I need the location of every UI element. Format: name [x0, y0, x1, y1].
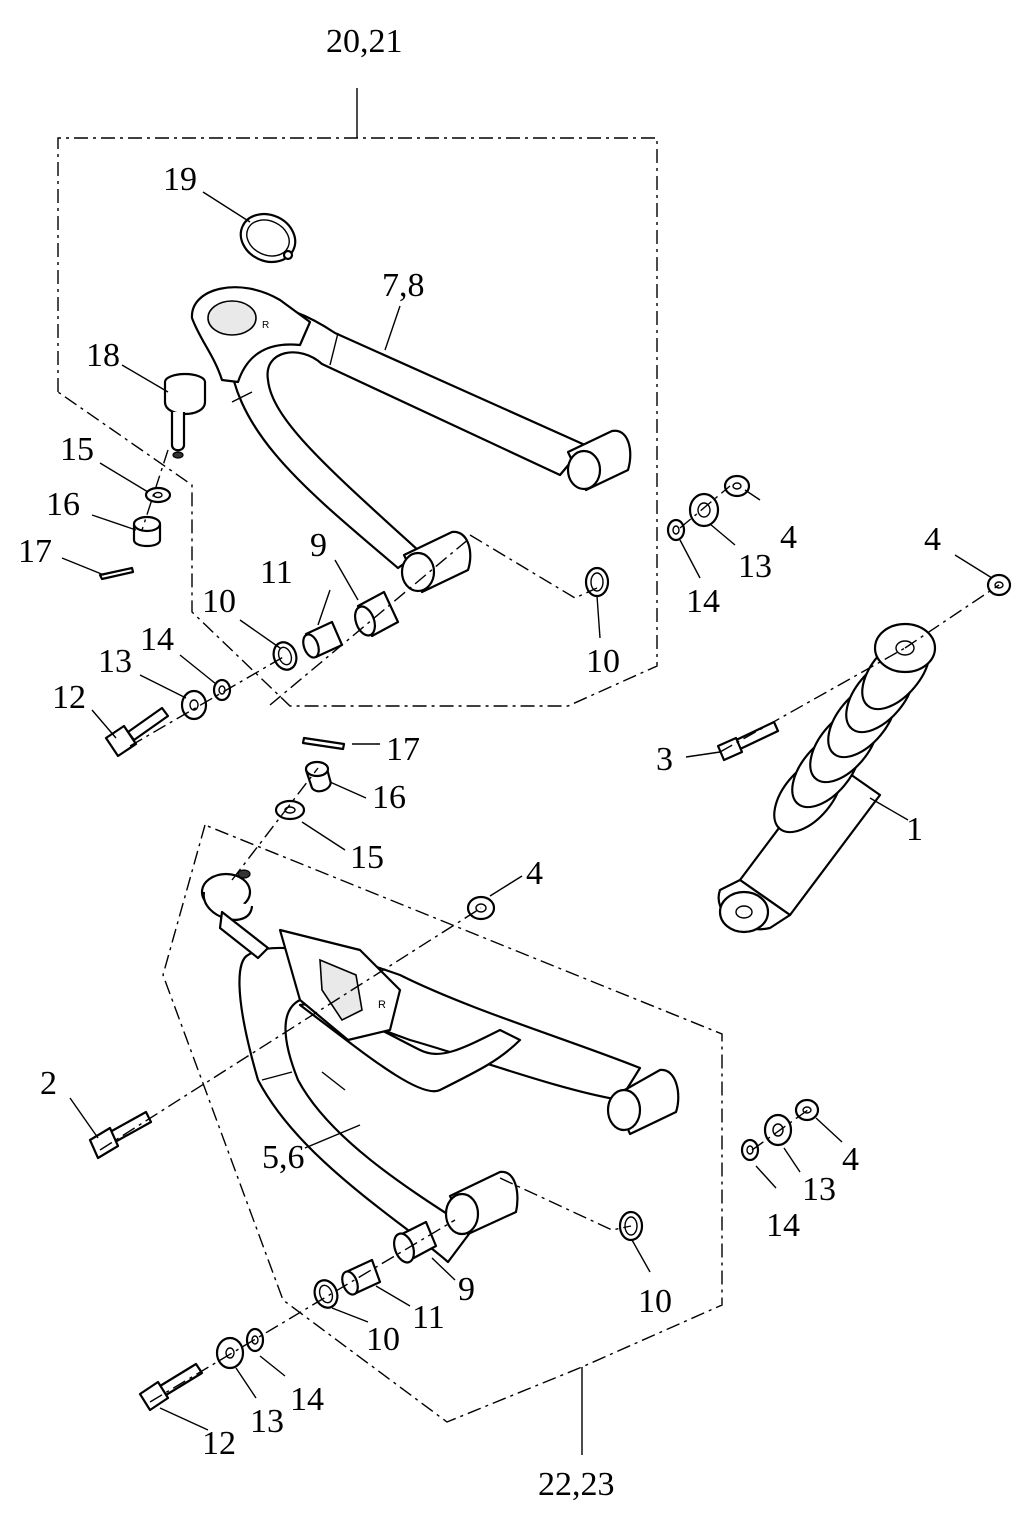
- nut-4-a: [723, 474, 751, 498]
- callout-12-bottom: 12: [202, 1425, 236, 1462]
- callout-7-8: 7,8: [382, 267, 425, 304]
- cotter-pin-17-bottom: [301, 736, 346, 751]
- castle-nut-16-bottom: [304, 760, 332, 793]
- callout-13-top-left: 13: [98, 643, 132, 680]
- bolt-12-top: [104, 706, 170, 758]
- bearing-9-bottom: [393, 1220, 438, 1264]
- callout-9-top: 9: [310, 527, 327, 564]
- callout-4-a: 4: [780, 519, 797, 556]
- leader-lines: [61, 191, 993, 1431]
- assembly-centerlines: [99, 449, 1000, 1403]
- svg-text:R: R: [262, 320, 269, 331]
- seal-10-bottom-left: [313, 1279, 339, 1309]
- callout-13-d: 13: [802, 1171, 836, 1208]
- callout-3: 3: [656, 741, 673, 778]
- callout-1: 1: [906, 811, 923, 848]
- callout-4-c: 4: [526, 855, 543, 892]
- callout-9-bottom: 9: [458, 1271, 475, 1308]
- callout-13-a: 13: [738, 548, 772, 585]
- callout-22-23: 22,23: [538, 1466, 615, 1503]
- callout-5-6: 5,6: [262, 1139, 305, 1176]
- circlip-19: [239, 212, 297, 264]
- callout-labels: 20,21 19 7,8 18 15 16 17 11 9 10 14 13 1…: [18, 23, 941, 1503]
- washer-13-d: [763, 1113, 793, 1147]
- cotter-pin-17-top: [98, 566, 135, 581]
- washer-13-bottom: [215, 1336, 245, 1370]
- upper-arm-group-boundary: [57, 88, 658, 707]
- callout-14-bottom: 14: [290, 1381, 324, 1418]
- lower-a-arm: R: [200, 869, 680, 1264]
- bolt-2: [88, 1110, 153, 1160]
- washer-14-a: [666, 518, 686, 542]
- callout-10-bottom-left: 10: [366, 1321, 400, 1358]
- callout-4-b: 4: [924, 521, 941, 558]
- callout-17-top: 17: [18, 533, 52, 570]
- callout-16-top: 16: [46, 486, 80, 523]
- upper-arm-bushing-left: [400, 530, 472, 594]
- collar-11-bottom: [341, 1258, 382, 1296]
- washer-13-a: [688, 492, 720, 528]
- callout-13-bottom: 13: [250, 1403, 284, 1440]
- callout-11-top: 11: [260, 554, 293, 591]
- callout-18: 18: [86, 337, 120, 374]
- callout-2: 2: [40, 1065, 57, 1102]
- callout-11-bottom: 11: [412, 1299, 445, 1336]
- callout-15-top: 15: [60, 431, 94, 468]
- upper-arm-bushing-right: [566, 429, 632, 492]
- bolt-3: [716, 720, 780, 762]
- callout-16-bottom: 16: [372, 779, 406, 816]
- shock-spring: [773, 633, 931, 834]
- seal-10-top-left: [272, 641, 298, 671]
- callout-19: 19: [163, 161, 197, 198]
- washer-14-d: [740, 1138, 760, 1162]
- callout-17-bottom: 17: [386, 731, 420, 768]
- lower-arm-group-boundary: [162, 824, 723, 1455]
- lower-arm-bushing-right: [606, 1068, 680, 1136]
- lower-ball-joint: [200, 869, 270, 960]
- callout-14-a: 14: [686, 583, 720, 620]
- collar-11-top: [302, 620, 344, 659]
- washer-15-bottom: [274, 799, 306, 821]
- callout-12-top: 12: [52, 679, 86, 716]
- bolt-12-bottom: [138, 1362, 204, 1412]
- callout-10-top-right: 10: [586, 643, 620, 680]
- svg-text:R: R: [378, 999, 386, 1011]
- shock-absorber-1: [717, 622, 937, 934]
- callout-14-d: 14: [766, 1207, 800, 1244]
- washer-13-top-left: [180, 689, 208, 721]
- callout-10-top-left: 10: [202, 583, 236, 620]
- castle-nut-16-top: [132, 515, 162, 548]
- callout-15-bottom: 15: [350, 839, 384, 876]
- callout-4-d: 4: [842, 1141, 859, 1178]
- upper-a-arm: R: [190, 286, 632, 594]
- callout-10-bottom-right: 10: [638, 1283, 672, 1320]
- callout-20-21: 20,21: [326, 23, 403, 60]
- callout-14-top-left: 14: [140, 621, 174, 658]
- lower-arm-bushing-left: [444, 1170, 519, 1236]
- washer-15-top: [144, 486, 172, 504]
- ball-joint-18: [163, 372, 207, 459]
